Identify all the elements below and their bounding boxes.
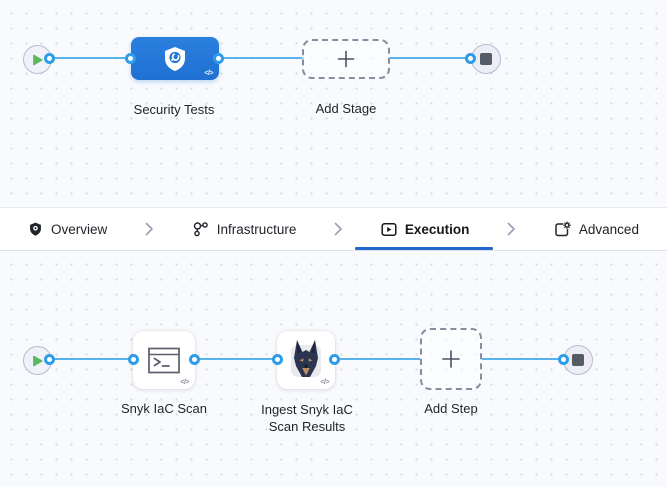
edge-connector (194, 358, 278, 360)
stop-icon (480, 53, 492, 65)
step-node-ingest-snyk-results[interactable]: </> (277, 331, 335, 389)
chevron-right-icon (507, 221, 516, 237)
connector-port (272, 354, 283, 365)
terminal-icon (148, 347, 180, 373)
pipeline-end-node (471, 44, 501, 74)
tab-overview[interactable]: Overview (18, 208, 117, 250)
tab-label: Advanced (578, 221, 639, 237)
connector-port (44, 354, 55, 365)
tab-label: Execution (404, 221, 470, 237)
connector-port (125, 53, 136, 64)
connector-port (558, 354, 569, 365)
code-glyph: </> (204, 70, 213, 77)
shield-icon (28, 221, 43, 237)
edge-connector (49, 57, 134, 59)
edge-connector (334, 358, 420, 360)
edge-connector (482, 358, 564, 360)
play-icon (33, 355, 43, 366)
active-tab-underline (354, 247, 494, 250)
tab-label: Infrastructure (216, 221, 297, 237)
plus-icon (442, 350, 460, 368)
stage-config-tabbar: Overview Infrastructure (0, 207, 667, 251)
tab-infrastructure[interactable]: Infrastructure (182, 208, 307, 250)
edge-connector (390, 57, 472, 59)
connector-port (189, 354, 200, 365)
execution-graph-canvas: </> </> (0, 251, 667, 487)
connector-port (44, 53, 55, 64)
plus-icon (337, 50, 355, 68)
add-step-button[interactable] (420, 328, 482, 390)
code-glyph: </> (320, 379, 329, 386)
connector-port (213, 53, 224, 64)
stage-label: Security Tests (133, 102, 215, 117)
add-stage-button[interactable] (302, 39, 390, 79)
snyk-dog-logo (291, 340, 321, 377)
tab-execution[interactable]: Execution (354, 208, 494, 250)
step-node-snyk-iac-scan[interactable]: </> (133, 331, 195, 389)
chevron-right-icon (334, 221, 343, 237)
advanced-settings-icon (554, 221, 571, 237)
security-shield-icon (165, 46, 185, 71)
play-icon (33, 54, 43, 65)
stage-node-security-tests[interactable]: </> (131, 37, 219, 80)
edge-connector (49, 358, 134, 360)
tab-label: Overview (51, 221, 108, 237)
step-label: Ingest Snyk IaC Scan Results (261, 402, 353, 434)
add-step-label: Add Step (424, 401, 478, 416)
add-stage-label: Add Stage (315, 101, 377, 116)
infrastructure-nodes-icon (192, 221, 209, 237)
connector-port (128, 354, 139, 365)
chevron-right-icon (145, 221, 154, 237)
edge-connector (218, 57, 304, 59)
step-label: Snyk IaC Scan (121, 401, 207, 416)
stage-graph-canvas: </> Security Tests Add Stage (0, 0, 667, 207)
code-glyph: </> (180, 379, 189, 386)
connector-port (465, 53, 476, 64)
stop-icon (572, 354, 584, 366)
connector-port (329, 354, 340, 365)
tab-advanced[interactable]: Advanced (544, 208, 649, 250)
execution-play-icon (381, 222, 397, 237)
